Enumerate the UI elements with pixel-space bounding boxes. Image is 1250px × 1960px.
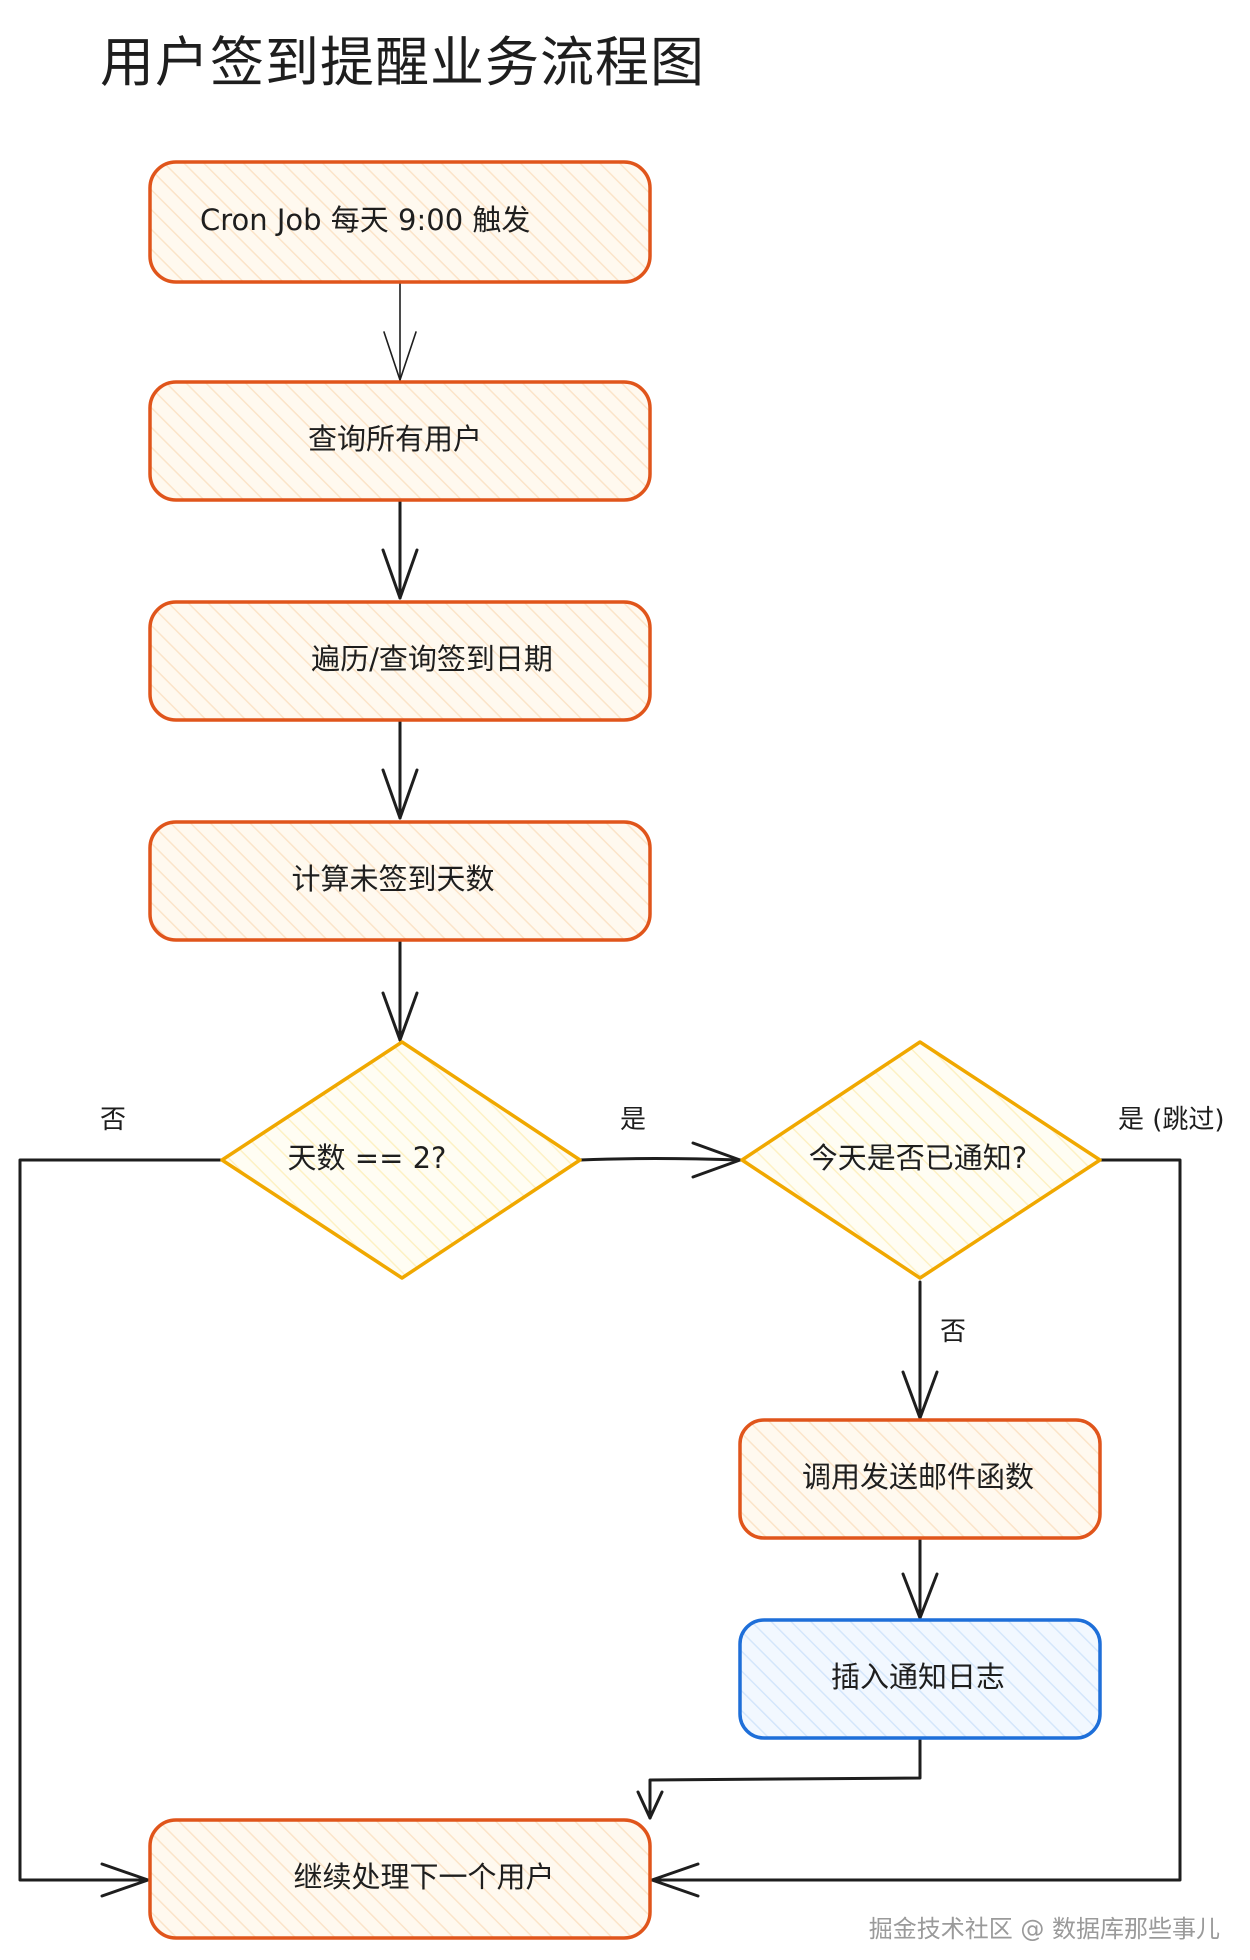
node-iterate-dates-label: 遍历/查询签到日期	[311, 642, 553, 676]
edge-label-days-yes: 是	[620, 1105, 646, 1135]
node-calc-days: 计算未签到天数	[148, 820, 652, 942]
node-cron-label: Cron Job 每天 9:00 触发	[200, 203, 530, 237]
node-notified-today-label: 今天是否已通知?	[809, 1141, 1027, 1175]
edge-label-notified-yes-skip: 是 (跳过)	[1118, 1105, 1225, 1135]
page-title: 用户签到提醒业务流程图	[100, 31, 705, 94]
node-next-user: 继续处理下一个用户	[148, 1818, 652, 1940]
node-next-user-label: 继续处理下一个用户	[293, 1860, 554, 1894]
node-notified-today: 今天是否已通知?	[740, 1040, 1102, 1280]
edge-label-notified-no: 否	[940, 1317, 966, 1347]
node-send-email-label: 调用发送邮件函数	[802, 1460, 1034, 1494]
edge-send-email-to-insert-log	[901, 1538, 939, 1620]
edge-notified-no	[901, 1280, 939, 1420]
edge-query-users-to-iterate	[381, 498, 419, 600]
node-cron: Cron Job 每天 9:00 触发	[148, 160, 652, 284]
node-insert-log: 插入通知日志	[738, 1618, 1102, 1740]
edge-days-yes	[578, 1141, 742, 1179]
edge-insert-log-to-next-user	[636, 1738, 922, 1820]
node-iterate-dates: 遍历/查询签到日期	[148, 600, 652, 722]
node-calc-days-label: 计算未签到天数	[291, 862, 494, 896]
watermark: 掘金技术社区 @ 数据库那些事儿	[868, 1915, 1220, 1943]
edge-notified-yes-skip	[650, 1158, 1182, 1898]
edge-iterate-to-calc-days	[381, 718, 419, 820]
node-send-email: 调用发送邮件函数	[738, 1418, 1102, 1540]
edge-calc-days-to-decision	[381, 938, 419, 1042]
node-days-eq-2: 天数 == 2?	[220, 1040, 582, 1280]
node-insert-log-label: 插入通知日志	[831, 1660, 1005, 1694]
edge-cron-to-query-users	[383, 282, 417, 381]
node-query-users: 查询所有用户	[148, 380, 652, 502]
edge-label-days-no: 否	[100, 1105, 126, 1135]
node-days-eq-2-label: 天数 == 2?	[288, 1141, 447, 1175]
edge-days-no	[18, 1158, 222, 1898]
node-query-users-label: 查询所有用户	[308, 422, 482, 456]
